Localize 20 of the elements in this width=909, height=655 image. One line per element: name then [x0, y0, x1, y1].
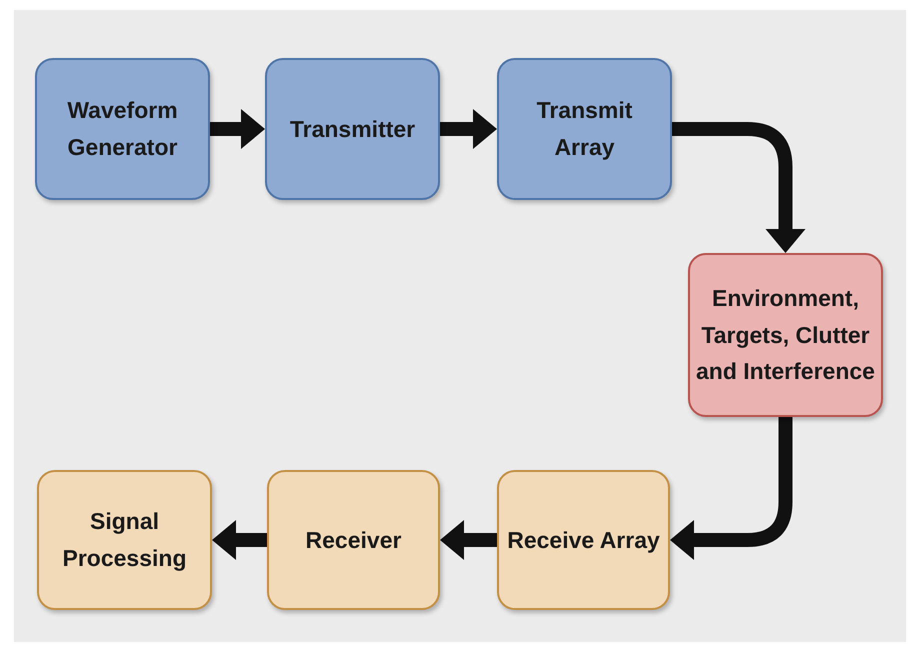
arrow	[672, 122, 806, 253]
arrow	[440, 109, 497, 149]
process-box	[267, 470, 440, 610]
box-label: Transmitter	[290, 114, 416, 144]
process-box	[265, 58, 440, 200]
process-box	[35, 58, 210, 200]
process-box	[688, 253, 883, 417]
arrow	[440, 520, 497, 560]
arrow	[670, 417, 792, 560]
arrow	[212, 520, 267, 560]
process-box	[37, 470, 212, 610]
arrow	[210, 109, 265, 149]
box-label: Receive Array	[507, 526, 660, 555]
box-label: Receiver	[306, 526, 402, 555]
box-label: Signal Processing	[62, 507, 188, 573]
box-label: Transmit Array	[536, 96, 634, 162]
box-label: Waveform Generator	[66, 96, 179, 162]
box-label: Environment, Targets, Clutter and Interference	[696, 284, 875, 386]
process-box	[497, 470, 670, 610]
process-box	[497, 58, 672, 200]
